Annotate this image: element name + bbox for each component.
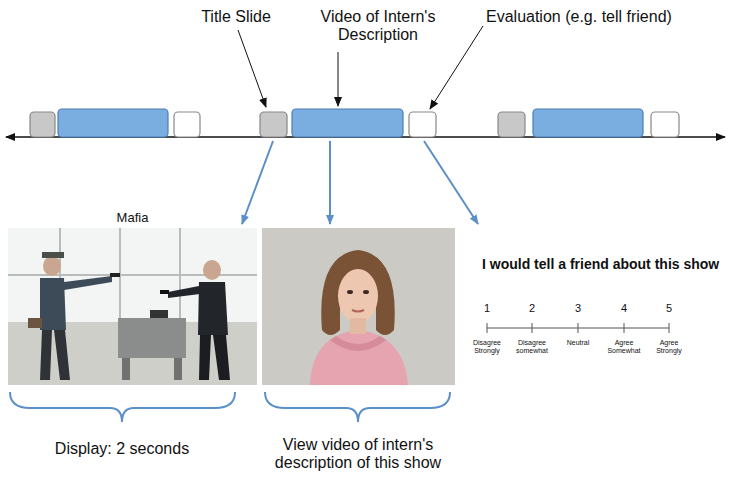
annotation-label: 2 [522,302,542,315]
annotation-label: Evaluation (e.g. tell friend) [486,8,726,26]
annotation-label: Agree Strongly [648,339,690,355]
annotation-label: Agree Somewhat [603,339,645,355]
panel-title: Mafia [8,210,257,225]
annotation-label: View video of intern's description of th… [258,436,458,473]
annotation-label: 4 [614,302,634,315]
annotation-label: 1 [477,302,497,315]
annotation-label: Display: 2 seconds [22,440,222,458]
annotation-label: Neutral [557,339,599,347]
annotation-label: Title Slide [181,8,291,26]
annotation-label: Video of Intern's Description [303,8,453,45]
annotation-label: 3 [568,302,588,315]
image-panel: Mafia [8,210,257,385]
annotation-label: I would tell a friend about this show [482,256,722,272]
annotation-label: Disagree Strongly [466,339,508,355]
annotation-label: Disagree somewhat [511,339,553,355]
annotation-label: 5 [659,302,679,315]
